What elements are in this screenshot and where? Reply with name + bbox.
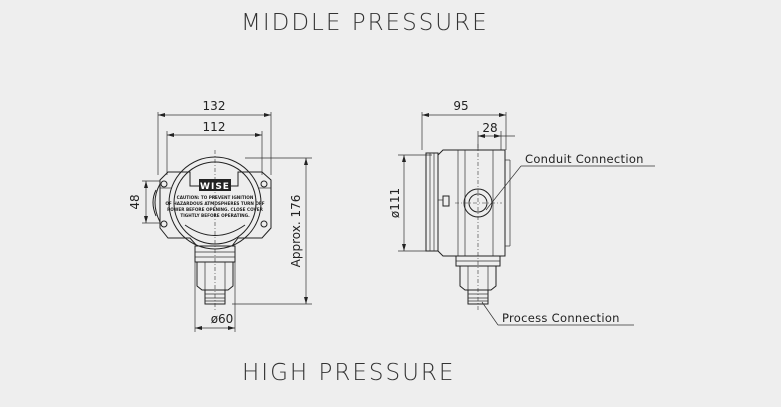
dim-width-side: 95 [421,99,507,150]
dim-132-label: 132 [203,99,226,113]
label-process-connection: Process Connection [502,311,620,325]
plate-line-3: POWER BEFORE OPENING. CLOSE COVER [167,207,263,212]
dim-95-label: 95 [453,99,468,113]
dim-112-label: 112 [203,120,226,134]
front-view: 132 112 48 Approx. 176 [128,99,312,332]
dim-width-inner: 112 [166,120,263,175]
callout-conduit: Conduit Connection [485,152,655,211]
front-housing [152,171,272,247]
dim-height-total: Approx. 176 [232,157,312,305]
title-high-pressure: HIGH PRESSURE [242,360,456,386]
dim-60-label: ø60 [211,312,234,326]
label-conduit-connection: Conduit Connection [525,152,644,166]
side-fitting [455,255,501,305]
dim-bottom-dia: ø60 [194,262,236,332]
dim-48-label: 48 [128,194,142,209]
plate-line-2: OF HAZARDOUS ATMOSPHERES TURN OFF [165,201,264,206]
front-fitting [194,245,236,305]
logo-text: WISE [200,182,230,192]
dim-height-left: 48 [128,180,160,224]
logo-plate [199,179,231,191]
dim-176-label: Approx. 176 [289,195,303,268]
dim-offset-side: 28 [477,121,515,150]
dim-28-label: 28 [482,121,497,135]
dim-111-label: ø111 [388,188,402,218]
dim-dia-side: ø111 [388,154,432,252]
side-view: 95 28 ø111 [388,99,655,326]
dim-width-outer: 132 [157,99,272,175]
title-middle-pressure: MIDDLE PRESSURE [241,10,489,36]
callout-process: Process Connection [481,301,634,326]
